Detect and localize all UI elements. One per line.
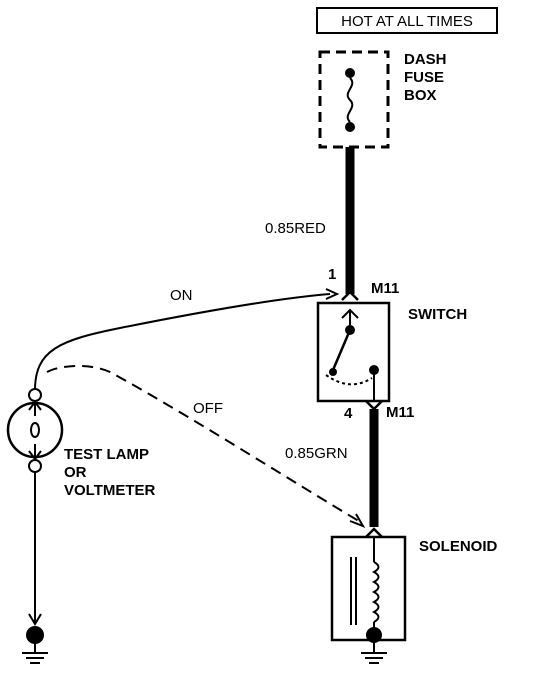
fuse-terminal-bottom xyxy=(345,122,355,132)
header-label: HOT AT ALL TIMES xyxy=(341,13,473,30)
lamp-ground-arrow-icon xyxy=(28,613,42,626)
switch-blade-tip xyxy=(329,368,337,376)
solenoid-chevron-icon xyxy=(365,527,383,538)
switch-connector-out: M11 xyxy=(386,404,414,421)
switch-label: SWITCH xyxy=(408,306,467,323)
test-lamp-label-1: TEST LAMP xyxy=(64,446,149,463)
ground-symbol-icon xyxy=(361,652,387,664)
probe-off-label: OFF xyxy=(193,400,223,417)
probe-on-lead xyxy=(34,293,331,391)
switch-throw-arc xyxy=(325,374,373,386)
probe-off-arrow-icon xyxy=(349,513,366,528)
switch-pin-in: 1 xyxy=(328,266,336,283)
fuse-box-label-3: BOX xyxy=(404,87,437,104)
switch-box xyxy=(316,301,391,403)
solenoid-label: SOLENOID xyxy=(419,538,498,555)
test-lamp-label-3: VOLTMETER xyxy=(64,482,156,499)
lamp-terminal-top xyxy=(28,388,42,402)
wire-red-label: 0.85RED xyxy=(265,220,326,237)
fuse-box-label-2: FUSE xyxy=(404,69,444,86)
probe-on-arrow-icon xyxy=(325,288,340,300)
wire-green-label: 0.85GRN xyxy=(285,445,348,462)
test-lamp-label-2: OR xyxy=(64,464,87,481)
lamp-ground-terminal xyxy=(26,626,44,644)
fuse-terminal-top xyxy=(345,68,355,78)
connector-chevron-icon xyxy=(341,290,359,301)
fuse-box-outline xyxy=(318,50,390,149)
switch-connector-in: M11 xyxy=(371,280,399,297)
switch-blade xyxy=(331,329,352,371)
fuse-element-icon xyxy=(346,77,354,123)
lamp-terminal-bottom xyxy=(28,459,42,473)
fuse-box-label-1: DASH xyxy=(404,51,447,68)
lamp-ground-symbol-icon xyxy=(22,652,48,664)
solenoid-box xyxy=(330,535,407,642)
probe-on-label: ON xyxy=(170,287,193,304)
solenoid-ground-terminal xyxy=(366,627,382,643)
solenoid-coil-icon xyxy=(371,561,380,623)
probe-off-lead xyxy=(46,364,363,524)
switch-pin-out: 4 xyxy=(344,405,353,422)
lamp-filament-icon xyxy=(28,400,42,461)
header-box xyxy=(316,7,498,34)
